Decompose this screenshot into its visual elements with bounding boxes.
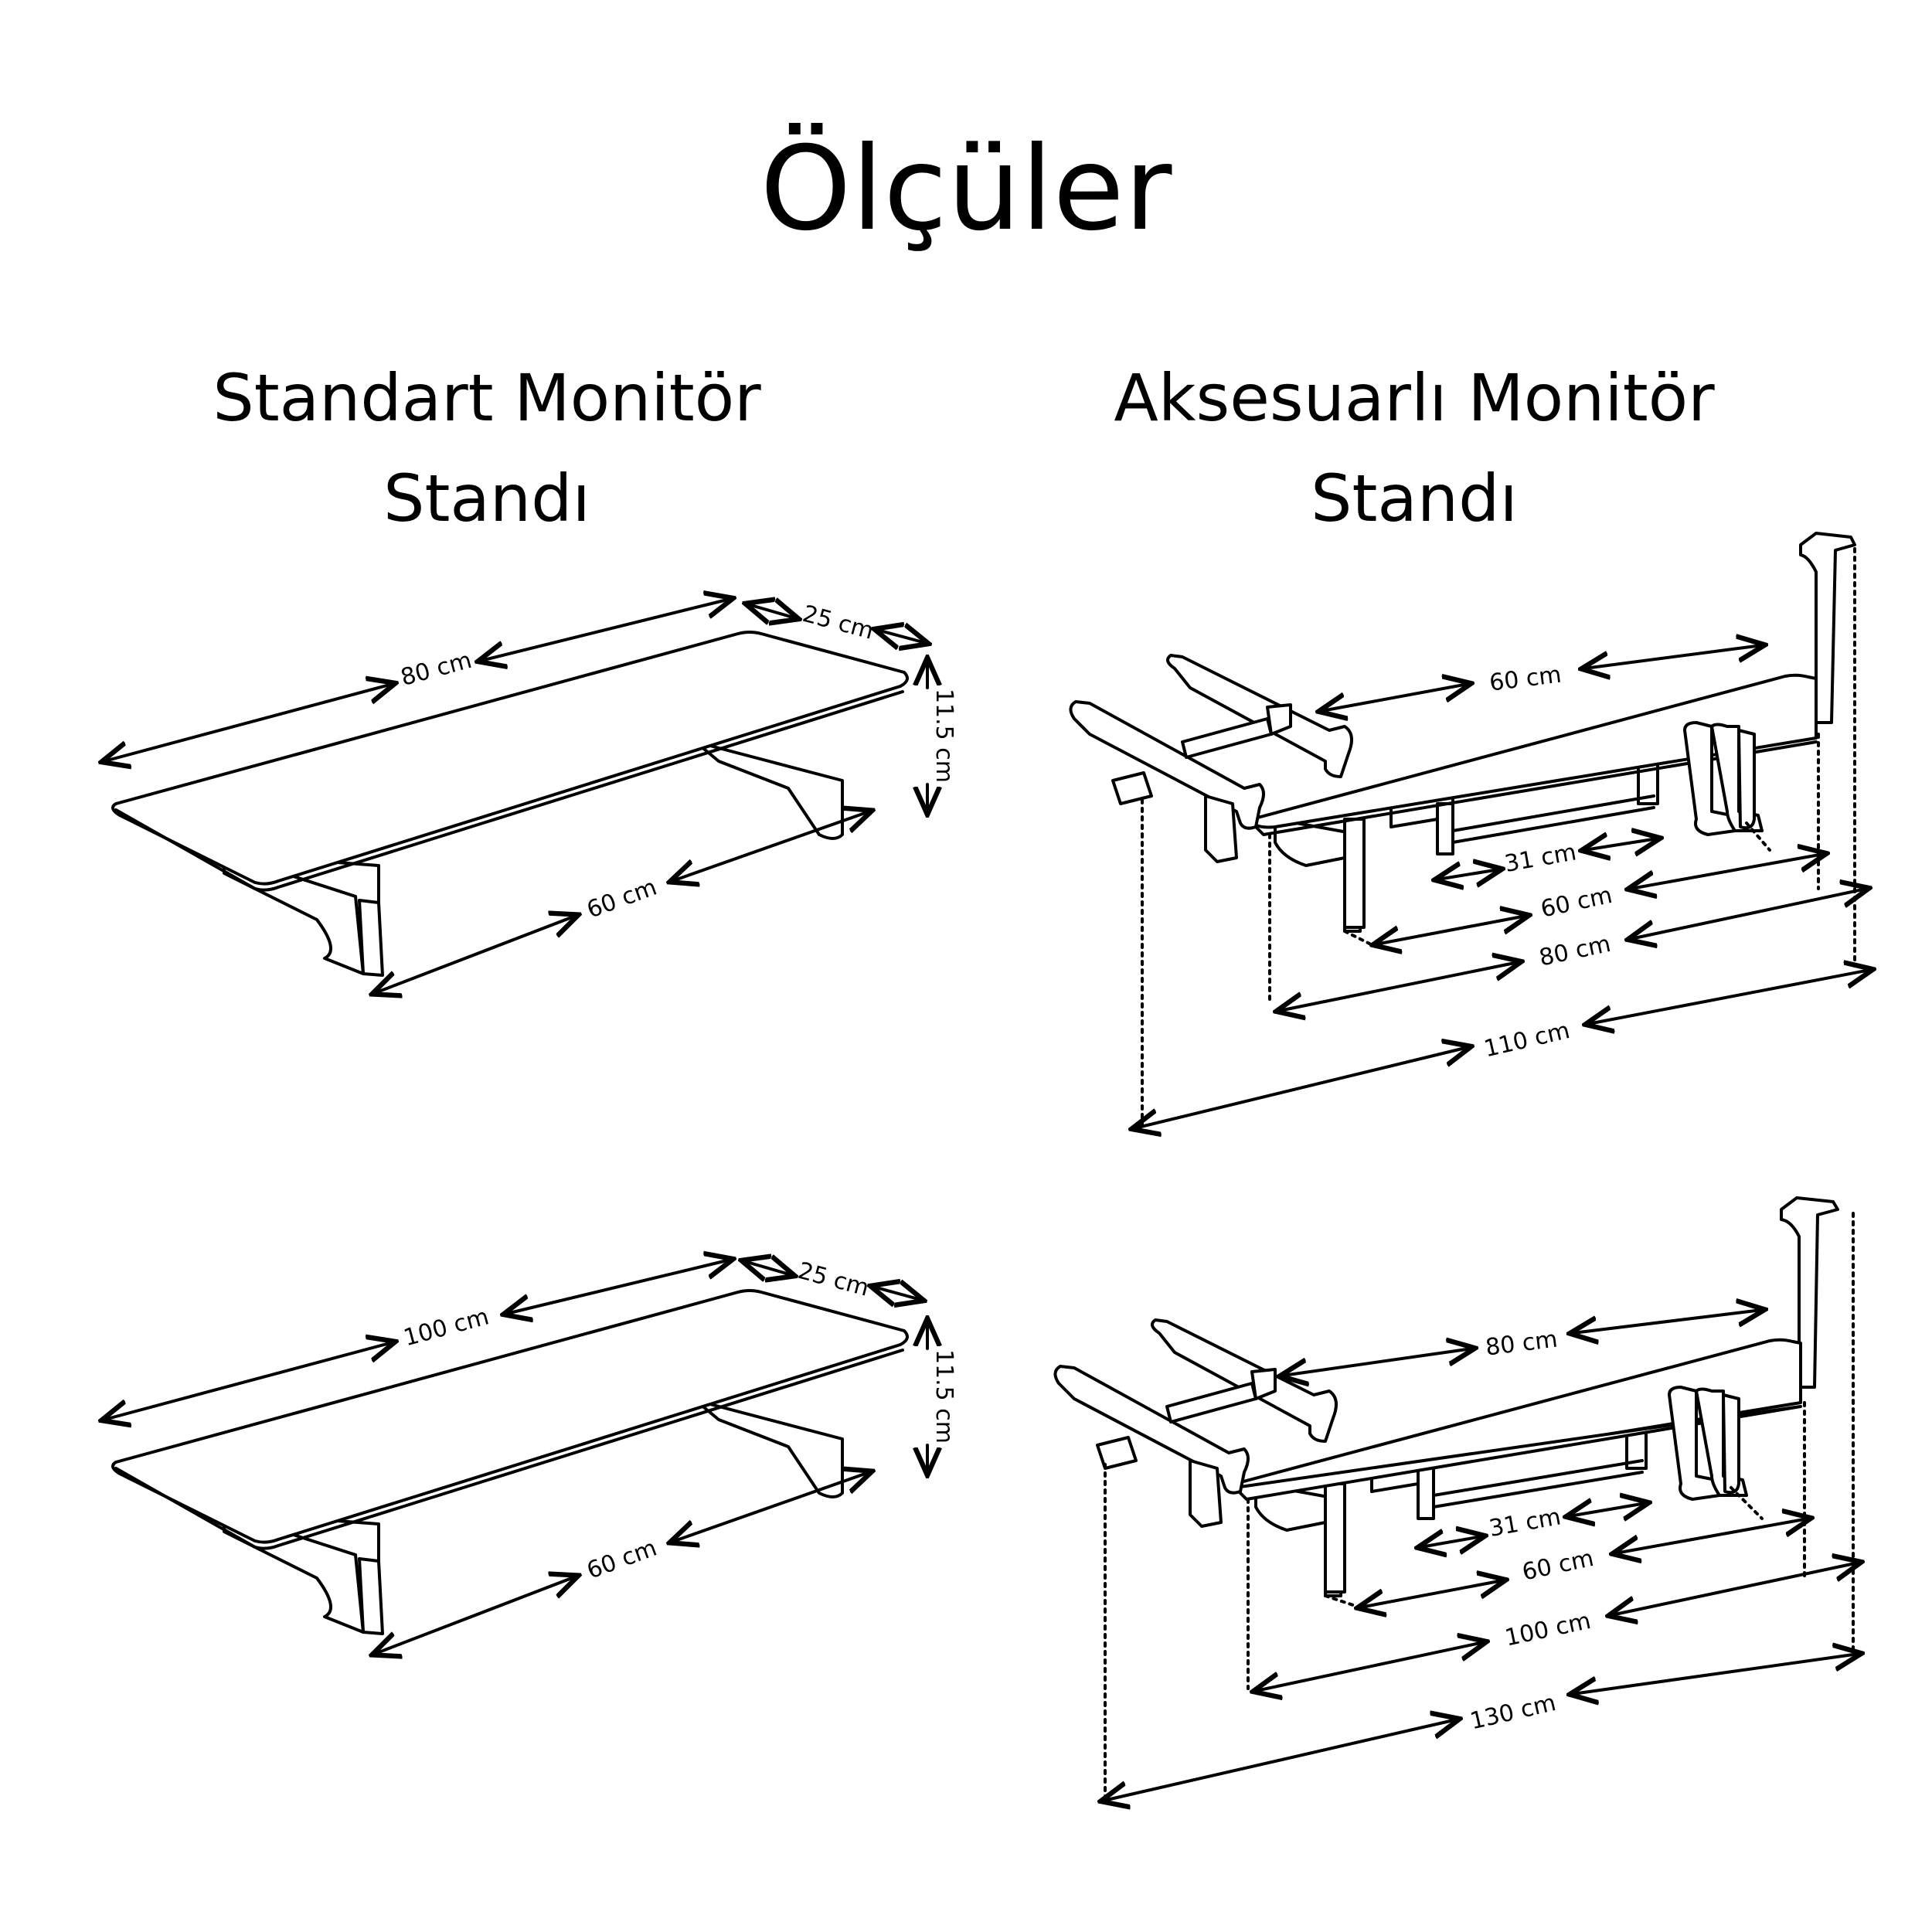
standard-100-length-arrow-right <box>506 1260 730 1314</box>
standard-100-inner-arrow-right <box>672 1472 869 1542</box>
accessory-100-small-label: 31 cm <box>1487 1503 1563 1543</box>
accessory-80-small-arrow-right <box>1584 838 1658 850</box>
accessory-100-small-arrow-right <box>1569 1503 1646 1516</box>
accessory-80-drawing <box>1069 532 1856 933</box>
standard-heading-line2: Standı <box>383 461 590 536</box>
accessory-80-shelf-arrow-left <box>1279 962 1519 1011</box>
standard-100-length-label: 100 cm <box>401 1303 492 1352</box>
standard-80-length-label: 80 cm <box>398 647 474 692</box>
accessory-80-mid-arrow-left <box>1376 916 1526 944</box>
accessory-stand-heading: Aksesuarlı Monitör Standı <box>989 348 1839 549</box>
standard-80-depth-label: 25 cm <box>800 600 876 645</box>
standard-stand-80: 80 cm 25 cm 11.5 cm 60 cm <box>104 599 957 993</box>
accessory-100-top-arrow-left <box>1283 1349 1472 1376</box>
accessory-100-top-arrow-right <box>1573 1310 1762 1333</box>
accessory-100-mid-label: 60 cm <box>1520 1545 1597 1587</box>
standard-heading-line1: Standart Monitör <box>213 360 761 436</box>
accessory-80-shelf-arrow-right <box>1631 889 1866 939</box>
standard-100-inner-label: 60 cm <box>583 1535 661 1585</box>
page-title: Ölçüler <box>760 122 1172 257</box>
standard-80-inner-arrow-left <box>375 916 576 993</box>
accessory-80-mid-arrow-right <box>1631 854 1824 889</box>
standard-80-height-label: 11.5 cm <box>930 689 957 783</box>
accessory-100-shelf-label: 100 cm <box>1502 1607 1593 1652</box>
standard-80-shelf-drawing <box>111 631 909 977</box>
accessory-100-total-arrow-right <box>1573 1654 1859 1694</box>
accessory-80-small-label: 31 cm <box>1502 838 1578 878</box>
accessory-80-total-arrow-left <box>1134 1047 1468 1128</box>
standard-100-depth-arrow-right <box>873 1287 921 1300</box>
accessory-80-total-arrow-right <box>1588 970 1870 1024</box>
standard-100-shelf-drawing <box>111 1289 909 1635</box>
standard-stand-100: 100 cm 25 cm 11.5 cm 60 cm <box>104 1257 957 1654</box>
accessory-80-top-label: 60 cm <box>1488 662 1563 697</box>
accessory-100-small-arrow-left <box>1420 1536 1482 1547</box>
accessory-80-shelf-label: 80 cm <box>1537 930 1614 972</box>
standard-100-length-arrow-left <box>104 1342 393 1420</box>
standard-80-depth-arrow-right <box>877 630 926 643</box>
accessory-100-shelf-arrow-left <box>1256 1642 1484 1691</box>
accessory-100-ext-line-mid <box>1324 1594 1362 1609</box>
accessory-80-total-label: 110 cm <box>1481 1017 1573 1063</box>
accessory-heading-line2: Standı <box>1311 461 1518 536</box>
accessory-80-top-arrow-right <box>1584 645 1762 668</box>
standard-100-inner-arrow-left <box>375 1577 576 1654</box>
standard-100-depth-label: 25 cm <box>795 1257 872 1302</box>
standard-80-length-arrow-left <box>104 684 393 761</box>
accessory-stand-100: 80 cm 31 cm 60 cm 100 cm 130 cm <box>1053 1196 1859 1801</box>
standard-80-inner-label: 60 cm <box>583 874 661 924</box>
accessory-100-top-label: 80 cm <box>1484 1326 1559 1362</box>
standard-stand-heading: Standart Monitör Standı <box>62 348 912 549</box>
standard-80-length-arrow-right <box>481 599 730 661</box>
accessory-80-small-arrow-left <box>1437 869 1499 879</box>
standard-100-height-label: 11.5 cm <box>930 1349 957 1444</box>
accessory-100-total-arrow-left <box>1104 1719 1457 1801</box>
accessory-stand-80: 60 cm 31 cm 60 cm 80 cm 110 cm <box>1069 532 1870 1128</box>
accessory-heading-line1: Aksesuarlı Monitör <box>1114 360 1715 436</box>
standard-100-depth-arrow-left <box>744 1261 792 1275</box>
accessory-80-mid-label: 60 cm <box>1539 882 1615 923</box>
accessory-100-total-label: 130 cm <box>1468 1689 1559 1735</box>
accessory-80-top-arrow-left <box>1321 684 1468 711</box>
accessory-80-ext-line-mid <box>1343 930 1377 948</box>
accessory-100-shelf-arrow-right <box>1611 1563 1859 1615</box>
accessory-100-mid-arrow-left <box>1360 1580 1503 1607</box>
accessory-100-drawing <box>1053 1196 1839 1597</box>
accessory-100-mid-arrow-right <box>1615 1519 1808 1553</box>
standard-80-depth-arrow-left <box>748 604 796 618</box>
standard-80-inner-arrow-right <box>672 811 869 881</box>
